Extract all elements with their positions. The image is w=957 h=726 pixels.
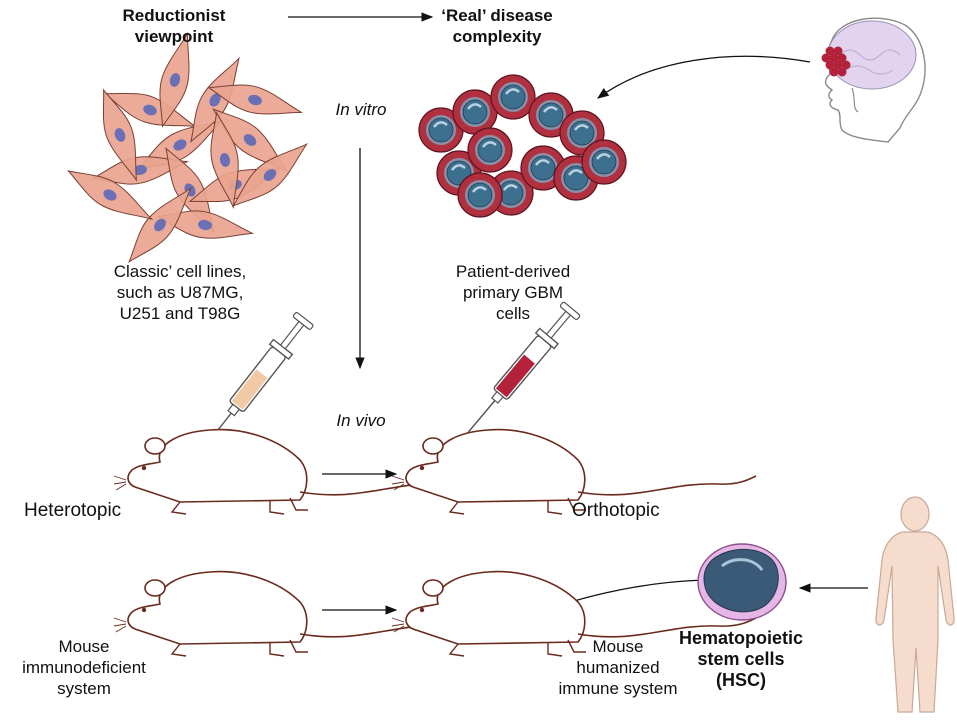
classic-cell: [102, 88, 138, 182]
classic-cell-lines-label: Classic’ cell lines, such as U87MG, U251…: [95, 261, 265, 324]
reductionist-label-line: Reductionist: [122, 6, 226, 25]
gbm-cell: [553, 155, 599, 201]
human-body-icon: [875, 496, 955, 713]
gbm-cell: [581, 139, 627, 185]
reductionist-viewpoint-label: Reductionist viewpoint: [116, 5, 232, 47]
patient-label-line: primary GBM: [462, 283, 564, 302]
in-vivo-label: In vivo: [336, 411, 386, 430]
classic-cell-lines-illustration: [67, 31, 309, 263]
syringe-orthotopic-icon: [445, 300, 582, 457]
gbm-cell: [490, 74, 536, 120]
classic-cell: [210, 111, 239, 210]
classic-cell: [128, 186, 193, 263]
real-label-line: ‘Real’ disease: [441, 6, 553, 25]
gbm-cell: [467, 127, 513, 173]
hsc-label-line: stem cells: [697, 649, 785, 669]
classic-cell: [232, 142, 309, 207]
real-disease-complexity-label: ‘Real’ disease complexity: [432, 5, 562, 47]
gbm-primary-cells-illustration: [418, 74, 627, 218]
mouse-human-label-line: humanized: [576, 658, 660, 677]
mouse-immuno-label-line: system: [57, 679, 111, 698]
classic-label-line: such as U87MG,: [116, 283, 244, 302]
patient-label-line: cells: [495, 304, 530, 323]
classic-cell: [190, 56, 240, 143]
patient-derived-cells-label: Patient-derived primary GBM cells: [438, 261, 588, 324]
mouse-humanized-label: Mouse humanized immune system: [548, 636, 688, 699]
mouse-immuno-label-line: Mouse: [58, 637, 110, 656]
syringe-heterotopic-icon: [182, 310, 316, 471]
classic-cell: [207, 84, 304, 115]
human-head-illustration: [821, 17, 926, 143]
gbm-cell: [457, 172, 503, 218]
hsc-label-line: Hematopoietic: [678, 628, 804, 648]
arrow-patient-to-cells: [597, 55, 811, 99]
classic-cell: [67, 170, 154, 220]
gbm-cell: [520, 145, 566, 191]
gbm-cell: [452, 89, 498, 135]
mouse-immunodeficient-label: Mouse immunodeficient system: [14, 636, 154, 699]
classic-cell: [156, 210, 255, 239]
classic-label-line: Classic’ cell lines,: [113, 262, 247, 281]
patient-label-line: Patient-derived: [455, 262, 571, 281]
gbm-cell: [418, 107, 464, 153]
hsc-cell-icon: [697, 543, 787, 621]
orthotopic-label: Orthotopic: [572, 500, 660, 521]
mouse-immuno-label-line: immunodeficient: [22, 658, 146, 677]
hsc-label: Hematopoietic stem cells (HSC): [666, 628, 816, 691]
in-vitro-label: In vitro: [335, 100, 387, 119]
heterotopic-label: Heterotopic: [24, 500, 122, 521]
classic-label-line: U251 and T98G: [119, 304, 241, 323]
mouse-human-label-line: Mouse: [592, 637, 644, 656]
real-label-line: complexity: [452, 27, 542, 46]
reductionist-label-line: viewpoint: [134, 27, 214, 46]
classic-cell: [159, 31, 190, 128]
brain-tumor-icon: [821, 46, 851, 77]
mouse-human-label-line: immune system: [558, 679, 678, 698]
hsc-label-line: (HSC): [716, 670, 766, 690]
